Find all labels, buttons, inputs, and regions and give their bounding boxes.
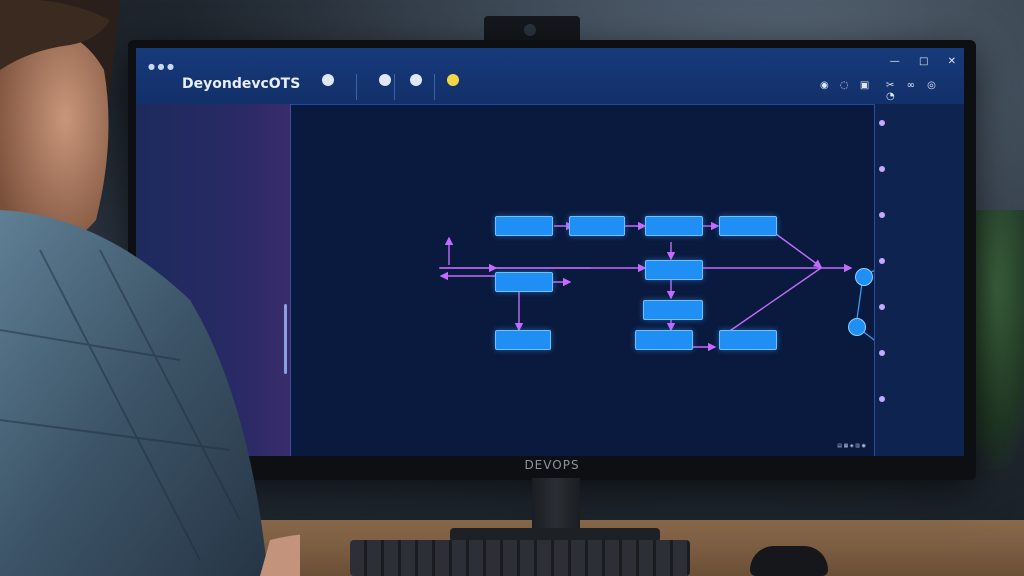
history-icon[interactable]: ◔	[886, 91, 895, 102]
app-titlebar: ● ● ● DeyondevcOTS ◉ ◌ ▣ ✂ ∞	[136, 48, 964, 105]
keyboard	[350, 540, 690, 576]
pipeline-diagram	[291, 104, 953, 440]
pipeline-node-operate[interactable]	[719, 330, 777, 350]
pipeline-node-test[interactable]	[569, 216, 625, 236]
link	[719, 267, 822, 338]
tab-1[interactable]	[302, 72, 354, 102]
pipeline-node-monitor[interactable]	[643, 300, 703, 320]
lock-icon[interactable]	[848, 318, 866, 336]
window-icon[interactable]: ▣	[859, 80, 870, 91]
activity-feed-pane	[874, 104, 964, 456]
link	[775, 233, 823, 268]
scrollbar[interactable]	[284, 304, 287, 374]
gear-icon	[379, 74, 391, 86]
feed-item[interactable]	[879, 258, 963, 265]
settings-icon	[410, 74, 422, 86]
feed-item[interactable]	[879, 350, 963, 357]
app-title: DeyondevcOTS	[182, 76, 301, 92]
tab-3[interactable]	[396, 72, 436, 102]
tab-2[interactable]	[358, 72, 412, 102]
globe-icon	[322, 74, 334, 86]
monitor-stand-base	[450, 528, 660, 542]
link-icon[interactable]: ∞	[906, 80, 915, 91]
refresh-icon[interactable]: ◌	[839, 80, 849, 91]
window-menu-icon[interactable]: ● ● ●	[148, 62, 175, 71]
pipeline-node-deploy[interactable]	[719, 216, 777, 236]
toolbar-icons: ◉ ◌ ▣	[820, 80, 877, 91]
window-controls: — □ ✕	[874, 56, 956, 67]
eye-icon[interactable]: ◎	[927, 80, 936, 91]
avatar	[879, 212, 885, 218]
feed-item[interactable]	[879, 396, 963, 403]
pipeline-node-feedback[interactable]	[635, 330, 693, 350]
feed-item[interactable]	[879, 166, 963, 173]
tab-divider	[356, 74, 357, 100]
webcam	[484, 16, 580, 44]
tab-4[interactable]	[436, 72, 470, 102]
avatar	[879, 120, 885, 126]
tab-divider	[434, 74, 435, 100]
pipeline-node-integrate[interactable]	[645, 260, 703, 280]
mouse	[750, 546, 828, 576]
star-icon	[447, 74, 459, 86]
close-button[interactable]: ✕	[947, 56, 956, 67]
developer-person	[0, 0, 300, 576]
minimize-button[interactable]: —	[889, 56, 900, 67]
status-bar: ▤ ▦ ◈ ▥ ◉	[291, 440, 874, 456]
avatar	[879, 166, 885, 172]
pipeline-node-source[interactable]	[495, 272, 553, 292]
feed-item[interactable]	[879, 120, 963, 127]
feed-item[interactable]	[879, 212, 963, 219]
monitor-stand	[532, 478, 580, 532]
right-toolbar-icons: ✂ ∞ ◎ ◔	[886, 80, 964, 102]
feed-item[interactable]	[879, 304, 963, 311]
avatar	[879, 304, 885, 310]
bulb-icon[interactable]: ◉	[820, 80, 829, 91]
avatar	[879, 350, 885, 356]
avatar	[879, 396, 885, 402]
hub-link	[862, 270, 874, 277]
share-icon[interactable]: ✂	[886, 80, 895, 91]
maximize-button[interactable]: □	[918, 56, 929, 67]
pipeline-node-stage[interactable]	[645, 216, 703, 236]
status-icons: ▤ ▦ ◈ ▥ ◉	[837, 443, 866, 449]
hub-link	[855, 325, 874, 341]
monitor-brand: DEVOPS	[524, 458, 580, 472]
pipeline-node-release[interactable]	[495, 330, 551, 350]
diagram-links	[439, 221, 874, 352]
pipeline-node-build[interactable]	[495, 216, 553, 236]
avatar	[879, 258, 885, 264]
gear-icon[interactable]	[855, 268, 873, 286]
tab-divider	[394, 74, 395, 100]
